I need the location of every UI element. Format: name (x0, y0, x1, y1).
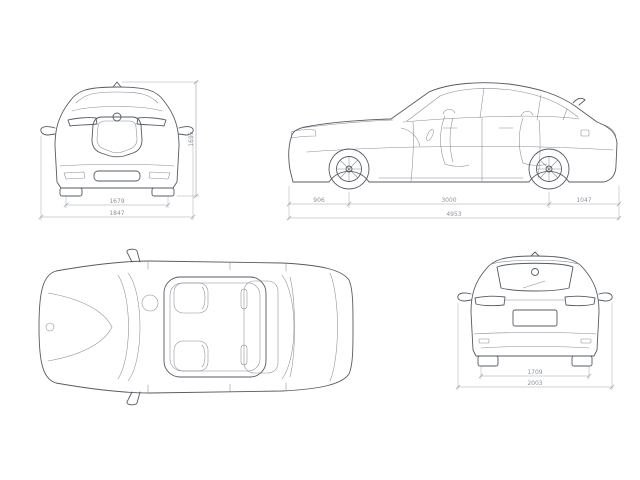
charge-flap (580, 129, 590, 137)
beltline (402, 115, 580, 123)
dim-label-rear-track: 1709 (527, 369, 542, 376)
right-wheel (151, 187, 175, 197)
dim-label-wheelbase: 3000 (441, 197, 456, 204)
a-pillar (406, 95, 441, 122)
license-plate (512, 309, 558, 327)
dim-front-overall-width: 1847 (38, 210, 196, 220)
dim-label-rear-overall-width: 2003 (527, 380, 542, 387)
glass-top (439, 88, 579, 118)
rear-door-line (537, 119, 541, 179)
dashboard (400, 127, 421, 147)
front-view-extension-lines (40, 81, 200, 221)
reflector (478, 338, 490, 344)
dim-rear-overhang: 1047 (548, 197, 622, 207)
dim-label-front-overall-width: 1847 (109, 210, 124, 217)
interior-sketch (400, 109, 548, 167)
front-view-body (40, 81, 194, 197)
dim-overall-length: 4953 (286, 211, 622, 221)
windshield (75, 91, 159, 104)
brand-roundel (45, 322, 55, 332)
rear-wheel (528, 148, 570, 190)
side-view: 906 3000 1047 4953 (286, 82, 622, 221)
front-view: 1679 1847 1695 (38, 79, 200, 221)
taillight (600, 123, 617, 137)
dim-label-front-overhang: 906 (313, 197, 325, 204)
dim-label-front-track: 1679 (109, 198, 124, 205)
dim-front-track: 1679 (63, 198, 171, 208)
rear-view-extension-lines (457, 302, 613, 391)
steering-wheel (141, 294, 159, 312)
left-wheel (59, 187, 83, 197)
steering-wheel (426, 129, 434, 141)
right-mirror (598, 292, 613, 302)
dim-rear-track: 1709 (478, 369, 592, 379)
hatch-line (329, 272, 338, 382)
dim-label-rear-overhang: 1047 (576, 197, 591, 204)
hood-crease (47, 326, 113, 362)
dim-label-height: 1695 (188, 131, 195, 146)
roof-antenna-fin (112, 81, 122, 88)
dim-height: 1695 (188, 79, 199, 199)
right-mirror (126, 391, 141, 406)
left-mirror (126, 248, 141, 263)
dim-label-overall-length: 4953 (446, 211, 461, 218)
right-wheel (571, 355, 593, 367)
rear-bench (243, 280, 279, 374)
panoramic-roof (163, 276, 267, 378)
roof-antenna-fin (572, 97, 586, 106)
b-pillar (479, 87, 485, 119)
character-line (306, 146, 614, 153)
dim-rear-overall-width: 2003 (455, 380, 615, 390)
right-taillight (564, 295, 596, 307)
top-view-body (38, 248, 354, 406)
rear-view: 1709 2003 (455, 251, 615, 391)
rear-window-arc (281, 274, 295, 380)
brand-roundel (531, 268, 539, 276)
rear-window (496, 262, 574, 292)
passenger-seat (173, 340, 209, 372)
left-mirror (457, 292, 472, 302)
interior-plan (141, 280, 279, 374)
bumper-line (473, 332, 597, 335)
lower-intake (93, 170, 141, 182)
left-headlight (67, 117, 98, 127)
rear-view-body (457, 251, 613, 367)
left-mirror (40, 126, 56, 136)
left-wheel (477, 355, 499, 367)
reflector (580, 338, 592, 344)
right-headlight (136, 117, 167, 127)
headlight (290, 129, 317, 139)
driver-seat (173, 282, 209, 314)
windshield-arc (127, 272, 141, 382)
brand-roundel (112, 112, 122, 122)
left-taillight (474, 295, 506, 307)
wiper (522, 280, 546, 289)
c-pillar (536, 94, 542, 121)
front-wheel (328, 148, 370, 190)
hood-crease (47, 292, 113, 328)
top-view (38, 248, 354, 406)
front-door-line (410, 121, 414, 182)
right-mirror (178, 126, 194, 136)
dim-wheelbase: 3000 (348, 197, 552, 207)
side-view-extension-lines (288, 185, 620, 221)
roof-spoiler (491, 259, 579, 265)
roof-antenna-fin (530, 251, 540, 257)
kidney-grille (91, 116, 143, 158)
dim-front-overhang: 906 (286, 197, 352, 207)
side-view-body (288, 82, 618, 190)
hood-line (300, 119, 394, 129)
